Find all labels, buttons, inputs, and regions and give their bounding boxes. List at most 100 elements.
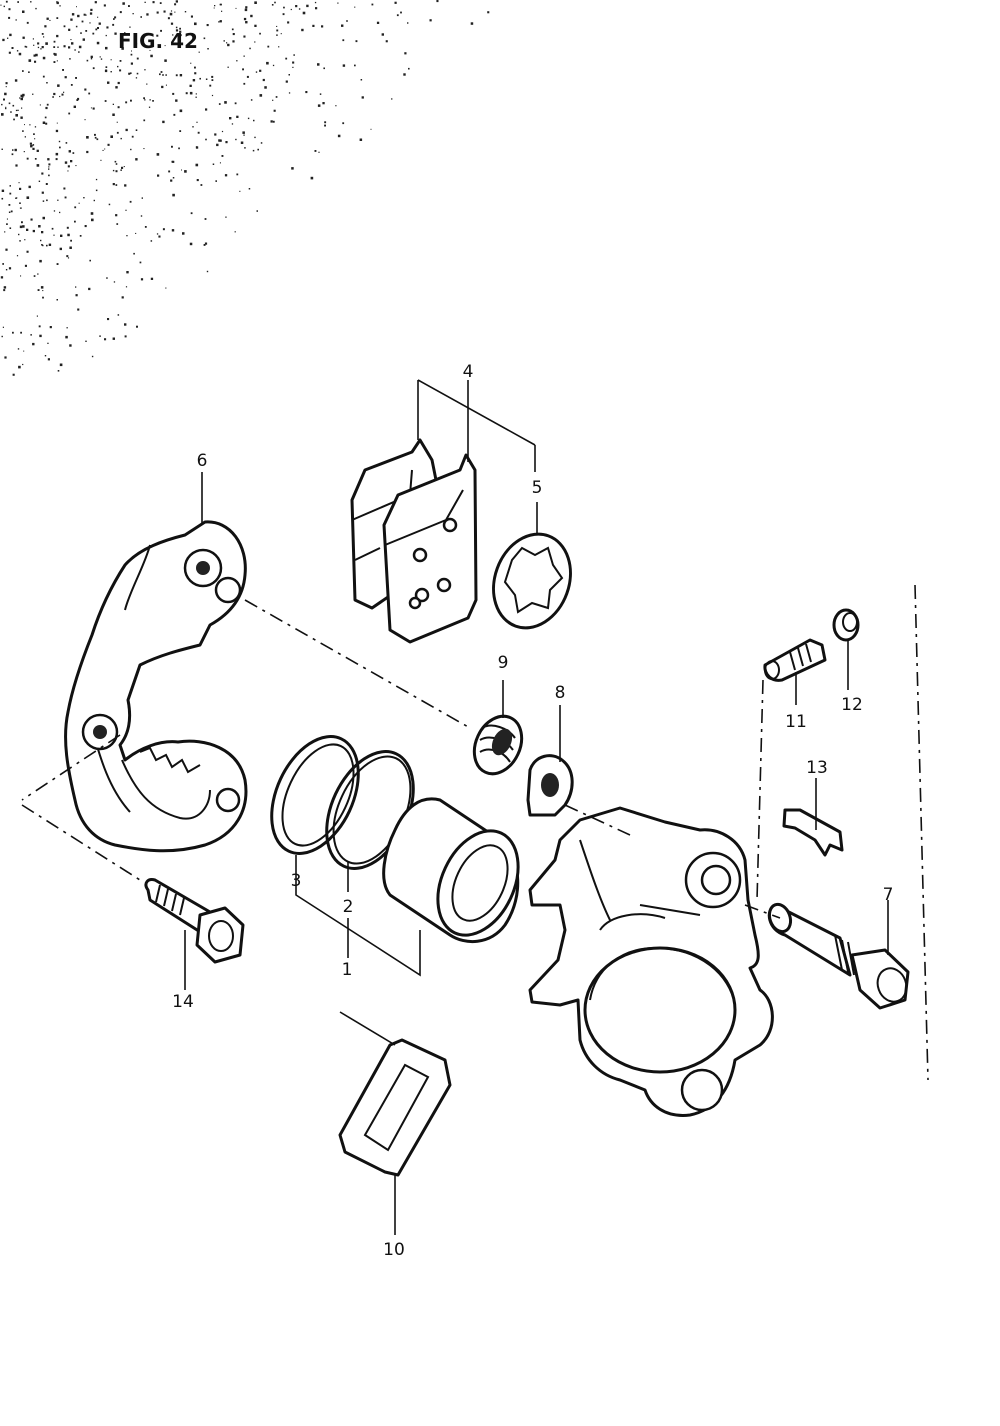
speckle [48, 243, 52, 246]
speckle [136, 325, 138, 328]
speckle [171, 145, 173, 148]
speckle [262, 78, 265, 82]
speckle [8, 204, 11, 206]
speckle [59, 211, 61, 214]
speckle [46, 103, 49, 106]
speckle [250, 14, 253, 18]
speckle [59, 146, 61, 149]
speckle [49, 19, 51, 21]
speckle [107, 81, 110, 84]
speckle [143, 148, 145, 150]
speckle [231, 123, 234, 125]
speckle [162, 120, 165, 124]
speckle [132, 13, 134, 15]
speckle [18, 52, 22, 56]
speckle [64, 76, 67, 79]
speckle [8, 8, 11, 11]
speckle [196, 179, 199, 182]
speckle [112, 183, 115, 186]
speckle [257, 148, 259, 151]
speckle [15, 19, 17, 21]
speckle [12, 104, 15, 107]
speckle [194, 72, 197, 75]
speckle [42, 216, 45, 220]
speckle [197, 131, 200, 134]
speckle [179, 109, 183, 113]
speckle [285, 57, 288, 60]
speckle [32, 38, 34, 40]
speckle [354, 6, 356, 8]
speckle [48, 163, 51, 166]
speckle [224, 174, 228, 177]
speckle [342, 39, 345, 42]
label-part-12: 12 [841, 695, 863, 715]
speckle [291, 167, 294, 170]
speckle [117, 65, 119, 68]
speckle [310, 176, 314, 180]
speckle [125, 286, 128, 288]
speckle [60, 234, 63, 237]
piston-seal-part-3 [270, 735, 360, 855]
speckle [24, 45, 27, 48]
speckle [70, 239, 72, 242]
speckle [45, 122, 48, 125]
speckle [267, 45, 270, 48]
speckle [135, 77, 138, 79]
speckle [38, 180, 41, 182]
speckle [164, 45, 166, 47]
speckle [144, 99, 146, 101]
speckle [131, 135, 134, 138]
speckle [92, 67, 95, 70]
speckle [39, 104, 41, 106]
speckle [69, 344, 72, 347]
speckle [123, 166, 125, 168]
speckle [86, 59, 89, 62]
speckle [225, 216, 227, 218]
speckle [243, 35, 246, 38]
speckle [85, 340, 87, 342]
speckle [10, 111, 12, 113]
speckle [194, 22, 197, 26]
speckle [159, 2, 162, 4]
speckle [12, 331, 14, 334]
speckle [190, 212, 193, 215]
speckle [106, 26, 109, 29]
speckle [90, 58, 93, 60]
label-part-4: 4 [463, 362, 474, 382]
speckle [181, 169, 182, 171]
label-part-9: 9 [498, 653, 509, 673]
speckle [165, 287, 167, 289]
speckle [33, 54, 36, 57]
speckle [97, 16, 99, 18]
speckle [219, 20, 222, 23]
speckle [89, 259, 91, 262]
speckle [135, 158, 138, 161]
speckle [64, 196, 67, 199]
speckle [255, 71, 258, 73]
speckle [126, 235, 128, 237]
speckle [283, 6, 285, 9]
speckle [85, 14, 87, 16]
speckle [204, 242, 208, 245]
speckle [8, 267, 12, 270]
speckle [57, 84, 60, 87]
speckle [30, 1, 32, 3]
speckle [225, 141, 228, 144]
speckle [8, 51, 11, 54]
speckle [270, 120, 273, 123]
speckle [243, 134, 245, 136]
speckle [256, 210, 258, 212]
speckle [71, 42, 74, 45]
speckle [229, 117, 232, 120]
speckle [17, 1, 19, 3]
speckle [53, 234, 55, 236]
speckle [196, 121, 198, 123]
speckle [59, 5, 61, 7]
speckle [100, 159, 102, 161]
speckle [407, 22, 409, 24]
speckle [236, 115, 239, 118]
speckle [396, 14, 399, 17]
speckle [62, 69, 64, 71]
speckle [2, 38, 5, 42]
speckle [195, 163, 199, 167]
